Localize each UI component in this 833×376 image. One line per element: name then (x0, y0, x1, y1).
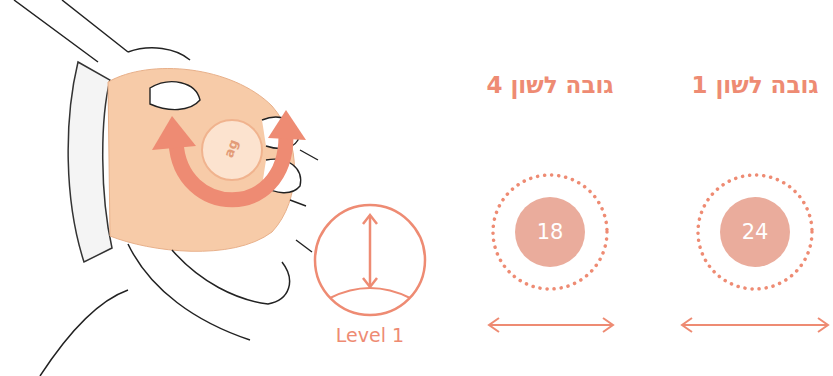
pump-flange (68, 62, 112, 262)
arrow-head (363, 215, 377, 224)
tongue-height-heading: גובה לשון 4 (470, 72, 630, 98)
arrow-head (363, 278, 377, 287)
hand-outline (290, 150, 318, 252)
size-number: 18 (515, 197, 585, 267)
level-label: Level 1 (312, 324, 428, 346)
width-arrow (489, 318, 828, 332)
arrow-head (268, 110, 306, 140)
pump-knob (202, 120, 262, 180)
dotted-ring (698, 175, 812, 289)
height-arrow (369, 216, 372, 286)
hand-outline (14, 0, 190, 62)
level-circle: Level 1 (312, 202, 428, 358)
hand-outline (40, 244, 290, 376)
size-number: 24 (720, 197, 790, 267)
finger (150, 82, 200, 110)
arrow-head (152, 116, 196, 150)
tongue-height-heading: גובה לשון 1 (670, 72, 833, 98)
dotted-ring (493, 175, 607, 289)
nipple-arc (330, 288, 410, 298)
size-circle: גובה לשון 1 24 (670, 62, 833, 302)
size-circle: גובה לשון 4 18 (470, 62, 630, 302)
level-ring (315, 205, 425, 315)
